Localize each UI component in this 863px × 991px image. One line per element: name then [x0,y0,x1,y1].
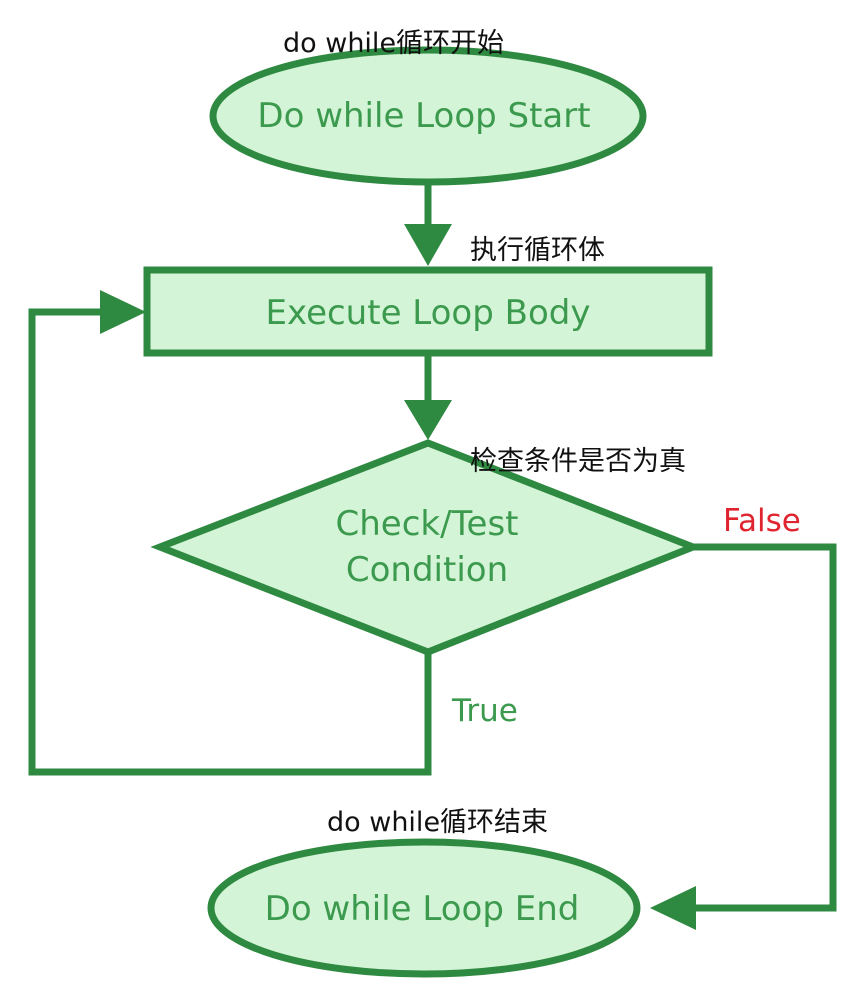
execute-body-process-node [143,266,713,357]
condition-label-line1: Check/Test [336,504,519,544]
start-node-label: Do while Loop Start [257,96,590,136]
true-loop-back-arrowhead [100,290,146,334]
body-to-condition-arrowhead [404,400,452,440]
true-loop-back-connector [28,308,432,776]
end-terminal-node [207,838,641,978]
end-annotation: do while循环结束 [327,807,548,838]
start-to-body-arrowhead [404,224,452,266]
true-branch-label: True [451,693,518,729]
condition-label-line2: Condition [346,550,508,590]
false-exit-arrowhead [650,886,696,930]
false-branch-label: False [723,503,801,539]
body-annotation: 执行循环体 [470,235,605,266]
false-exit-connector [690,543,837,912]
condition-annotation: 检查条件是否为真 [470,446,686,477]
end-node-label: Do while Loop End [265,889,580,929]
body-node-label: Execute Loop Body [266,293,591,333]
start-annotation: do while循环开始 [283,28,504,59]
